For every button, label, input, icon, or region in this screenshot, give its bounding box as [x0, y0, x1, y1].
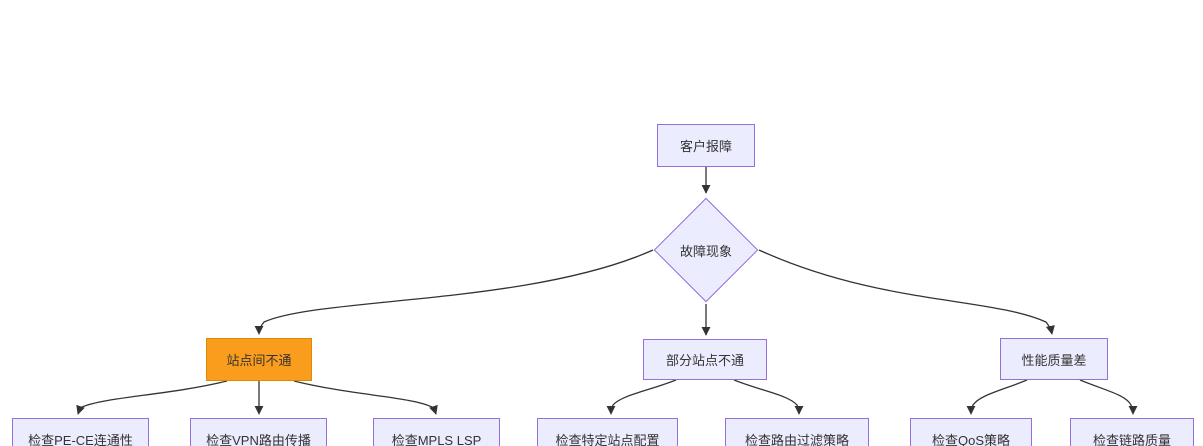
node-check-pe-ce-connectivity: 检查PE-CE连通性 — [12, 418, 149, 446]
node-check-mpls-lsp: 检查MPLS LSP — [373, 418, 500, 446]
node-label: 检查MPLS LSP — [391, 432, 482, 446]
edge-branch3-check7 — [1079, 379, 1138, 415]
node-label: 检查VPN路由传播 — [206, 432, 311, 446]
node-check-vpn-route-propagation: 检查VPN路由传播 — [190, 418, 327, 446]
edge-branch2-check5 — [733, 379, 804, 415]
node-label: 故障现象 — [679, 243, 732, 259]
node-label: 检查PE-CE连通性 — [28, 432, 133, 446]
edge-branch1-check3 — [293, 380, 438, 415]
node-label: 检查路由过滤策略 — [744, 432, 849, 446]
node-label: 检查QoS策略 — [931, 432, 1010, 446]
node-customer-report: 客户报障 — [657, 124, 755, 167]
edge-branch3-check6 — [966, 379, 1028, 415]
edge-branch2-check4 — [606, 379, 677, 415]
node-label: 检查特定站点配置 — [555, 432, 660, 446]
node-check-specific-site-config: 检查特定站点配置 — [537, 418, 678, 446]
node-label: 客户报障 — [679, 139, 732, 154]
edge-decision-branch1 — [254, 249, 654, 335]
edge-branch1-check1 — [76, 380, 228, 415]
node-poor-performance: 性能质量差 — [1000, 338, 1108, 380]
node-fault-phenomenon: 故障现象 — [653, 197, 759, 303]
node-check-qos-policy: 检查QoS策略 — [910, 418, 1032, 446]
node-check-link-quality: 检查链路质量 — [1070, 418, 1194, 446]
node-sites-disconnected: 站点间不通 — [206, 338, 312, 381]
node-partial-sites-disconnected: 部分站点不通 — [643, 339, 767, 380]
node-label: 检查链路质量 — [1092, 432, 1171, 446]
node-label: 性能质量差 — [1021, 352, 1087, 368]
node-label: 站点间不通 — [226, 353, 292, 368]
node-label: 部分站点不通 — [665, 353, 744, 368]
edge-decision-branch3 — [758, 249, 1055, 335]
node-check-route-filter-policy: 检查路由过滤策略 — [725, 418, 869, 446]
